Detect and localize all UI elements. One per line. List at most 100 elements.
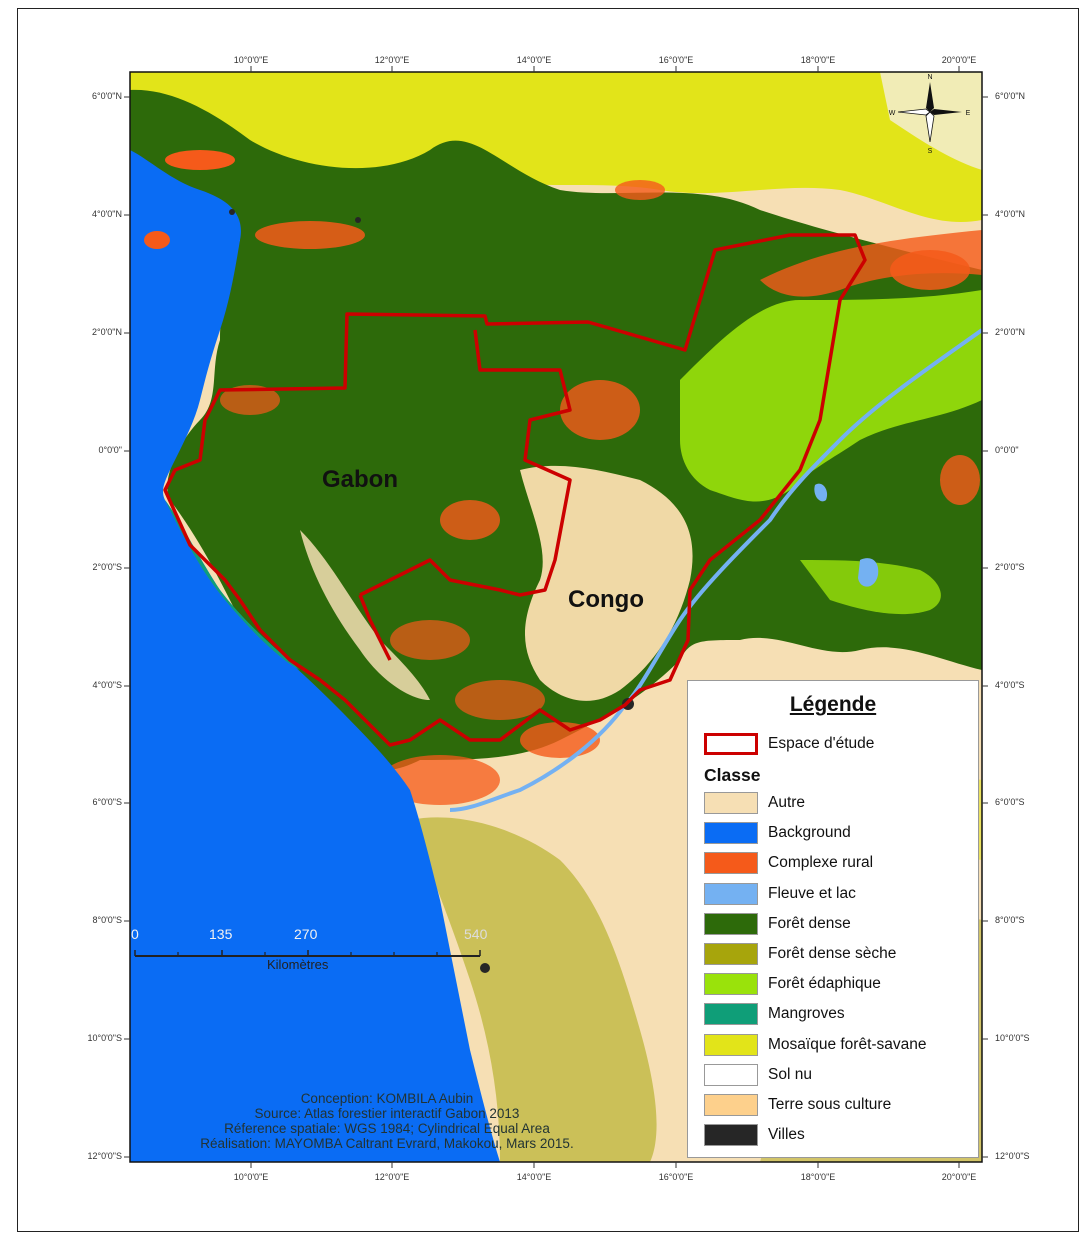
- legend-item: Sol nu: [704, 1063, 812, 1087]
- legend-item-label: Mosaïque forêt-savane: [768, 1035, 927, 1053]
- latitude-label: 6°0'0"S: [995, 797, 1025, 807]
- legend-swatch: [704, 822, 758, 845]
- longitude-label: 18°0'0"E: [800, 1172, 836, 1182]
- svg-text:W: W: [889, 110, 896, 117]
- rural-complex-patches: [146, 150, 980, 805]
- legend-item: Background: [704, 821, 851, 845]
- scale-value-270: 270: [294, 926, 318, 942]
- rural-complex-ne: [760, 230, 982, 297]
- legend-swatch: [704, 882, 758, 905]
- legend-item-label: Forêt édaphique: [768, 975, 881, 993]
- legend-item-label: Terre sous culture: [768, 1096, 892, 1113]
- country-label-gabon: Gabon: [322, 466, 398, 493]
- legend-item-label: Background: [768, 824, 851, 842]
- legend-item-label: Autre: [768, 794, 806, 811]
- scale-unit: Kilomètres: [267, 957, 329, 972]
- latitude-label: 0°0'0": [98, 445, 122, 455]
- legend-item-label: Fleuve et lac: [768, 884, 856, 902]
- latitude-label: 2°0'0"N: [91, 327, 122, 337]
- longitude-label: 12°0'0"E: [374, 55, 410, 65]
- latitude-label: 12°0'0"S: [995, 1151, 1030, 1161]
- latitude-label: 6°0'0"N: [995, 91, 1026, 101]
- latitude-label: 2°0'0"S: [995, 562, 1025, 572]
- legend-item: Mangroves: [704, 1002, 845, 1026]
- lake-small: [814, 483, 828, 502]
- legend-study-area-label: Espace d'étude: [768, 735, 875, 752]
- bioko-island: [144, 231, 170, 249]
- study-area-swatch: [704, 733, 758, 755]
- latitude-label: 8°0'0"S: [995, 915, 1025, 925]
- longitude-label: 16°0'0"E: [658, 1172, 694, 1182]
- latitude-label: 10°0'0"S: [87, 1033, 122, 1043]
- dense-dry-forest-south: [410, 817, 657, 1162]
- legend-item: Autre: [704, 791, 805, 815]
- legend-item: Complexe rural: [704, 851, 873, 875]
- map-frame: [129, 71, 983, 1163]
- savanna-mosaic-north: [130, 72, 982, 223]
- legend-item-label: Forêt dense: [768, 914, 851, 932]
- legend-swatch: [704, 1124, 758, 1147]
- svg-text:N: N: [927, 74, 932, 81]
- latitude-label: 4°0'0"S: [995, 680, 1025, 690]
- latitude-label: 10°0'0"S: [995, 1033, 1030, 1043]
- credit-source: Source: Atlas forestier interactif Gabon…: [254, 1106, 520, 1121]
- svg-text:S: S: [928, 148, 933, 155]
- scale-value-0: 0: [131, 926, 139, 942]
- legend-item: Forêt dense: [704, 912, 851, 936]
- legend-item-label: Complexe rural: [768, 854, 874, 872]
- scale-bar: 0 135 270 540 Kilomètres: [130, 926, 500, 976]
- legend-swatch: [704, 1094, 758, 1116]
- credit-reference: Réference spatiale: WGS 1984; Cylindrica…: [224, 1121, 550, 1136]
- page-frame: [17, 8, 1079, 1232]
- legend-swatch: [704, 912, 758, 935]
- legend-item-label: Sol nu: [768, 1065, 812, 1083]
- longitude-label: 18°0'0"E: [800, 55, 836, 65]
- svg-text:E: E: [966, 110, 971, 117]
- ocean-background: [130, 150, 500, 1162]
- study-area-boundary: [163, 233, 867, 747]
- credit-conception: Conception: KOMBILA Aubin: [300, 1091, 474, 1106]
- legend-swatch: [704, 792, 758, 814]
- compass-rose-icon: N S E W: [889, 74, 971, 155]
- latitude-label: 4°0'0"N: [995, 209, 1026, 219]
- latitude-label: 12°0'0"S: [87, 1151, 122, 1161]
- longitude-label: 10°0'0"E: [233, 55, 269, 65]
- legend-item: Forêt dense sèche: [704, 942, 896, 966]
- credit-realisation: Réalisation: MAYOMBA Caltrant Evrard, Ma…: [200, 1136, 574, 1151]
- latitude-label: 2°0'0"N: [995, 327, 1026, 337]
- legend-study-area: Espace d'étude: [704, 732, 874, 756]
- edaphic-forest-south: [800, 560, 941, 615]
- map-credits: Conception: KOMBILA Aubin Source: Atlas …: [142, 1091, 632, 1151]
- longitude-label: 20°0'0"E: [941, 1172, 977, 1182]
- legend-swatch: [704, 1033, 758, 1056]
- legend-class-heading: Classe: [704, 765, 761, 785]
- legend-swatch: [704, 852, 758, 875]
- legend-item-label: Villes: [768, 1126, 805, 1144]
- latitude-label: 2°0'0"S: [92, 562, 122, 572]
- longitude-label: 20°0'0"E: [941, 55, 977, 65]
- latitude-label: 6°0'0"S: [92, 797, 122, 807]
- coastal-savanna: [300, 530, 430, 700]
- latitude-label: 4°0'0"S: [92, 680, 122, 690]
- longitude-label: 10°0'0"E: [233, 1172, 269, 1182]
- longitude-label: 14°0'0"E: [516, 1172, 552, 1182]
- edaphic-forest: [680, 290, 982, 502]
- latitude-label: 0°0'0": [995, 445, 1019, 455]
- legend-item: Forêt édaphique: [704, 972, 881, 996]
- graticule-ticks: [124, 66, 988, 1168]
- latitude-label: 6°0'0"N: [91, 91, 122, 101]
- legend-swatch: [704, 1003, 758, 1026]
- legend-item: Villes: [704, 1123, 805, 1147]
- country-label-congo: Congo: [568, 586, 644, 613]
- legend-swatch: [704, 943, 758, 965]
- latitude-label: 4°0'0"N: [91, 209, 122, 219]
- longitude-label: 14°0'0"E: [516, 55, 552, 65]
- legend-item-label: Forêt dense sèche: [768, 945, 897, 962]
- legend-swatch: [704, 973, 758, 996]
- longitude-label: 16°0'0"E: [658, 55, 694, 65]
- scale-value-540: 540: [464, 926, 488, 942]
- longitude-label: 12°0'0"E: [374, 1172, 410, 1182]
- latitude-label: 8°0'0"S: [92, 915, 122, 925]
- legend-swatch: [704, 1063, 758, 1086]
